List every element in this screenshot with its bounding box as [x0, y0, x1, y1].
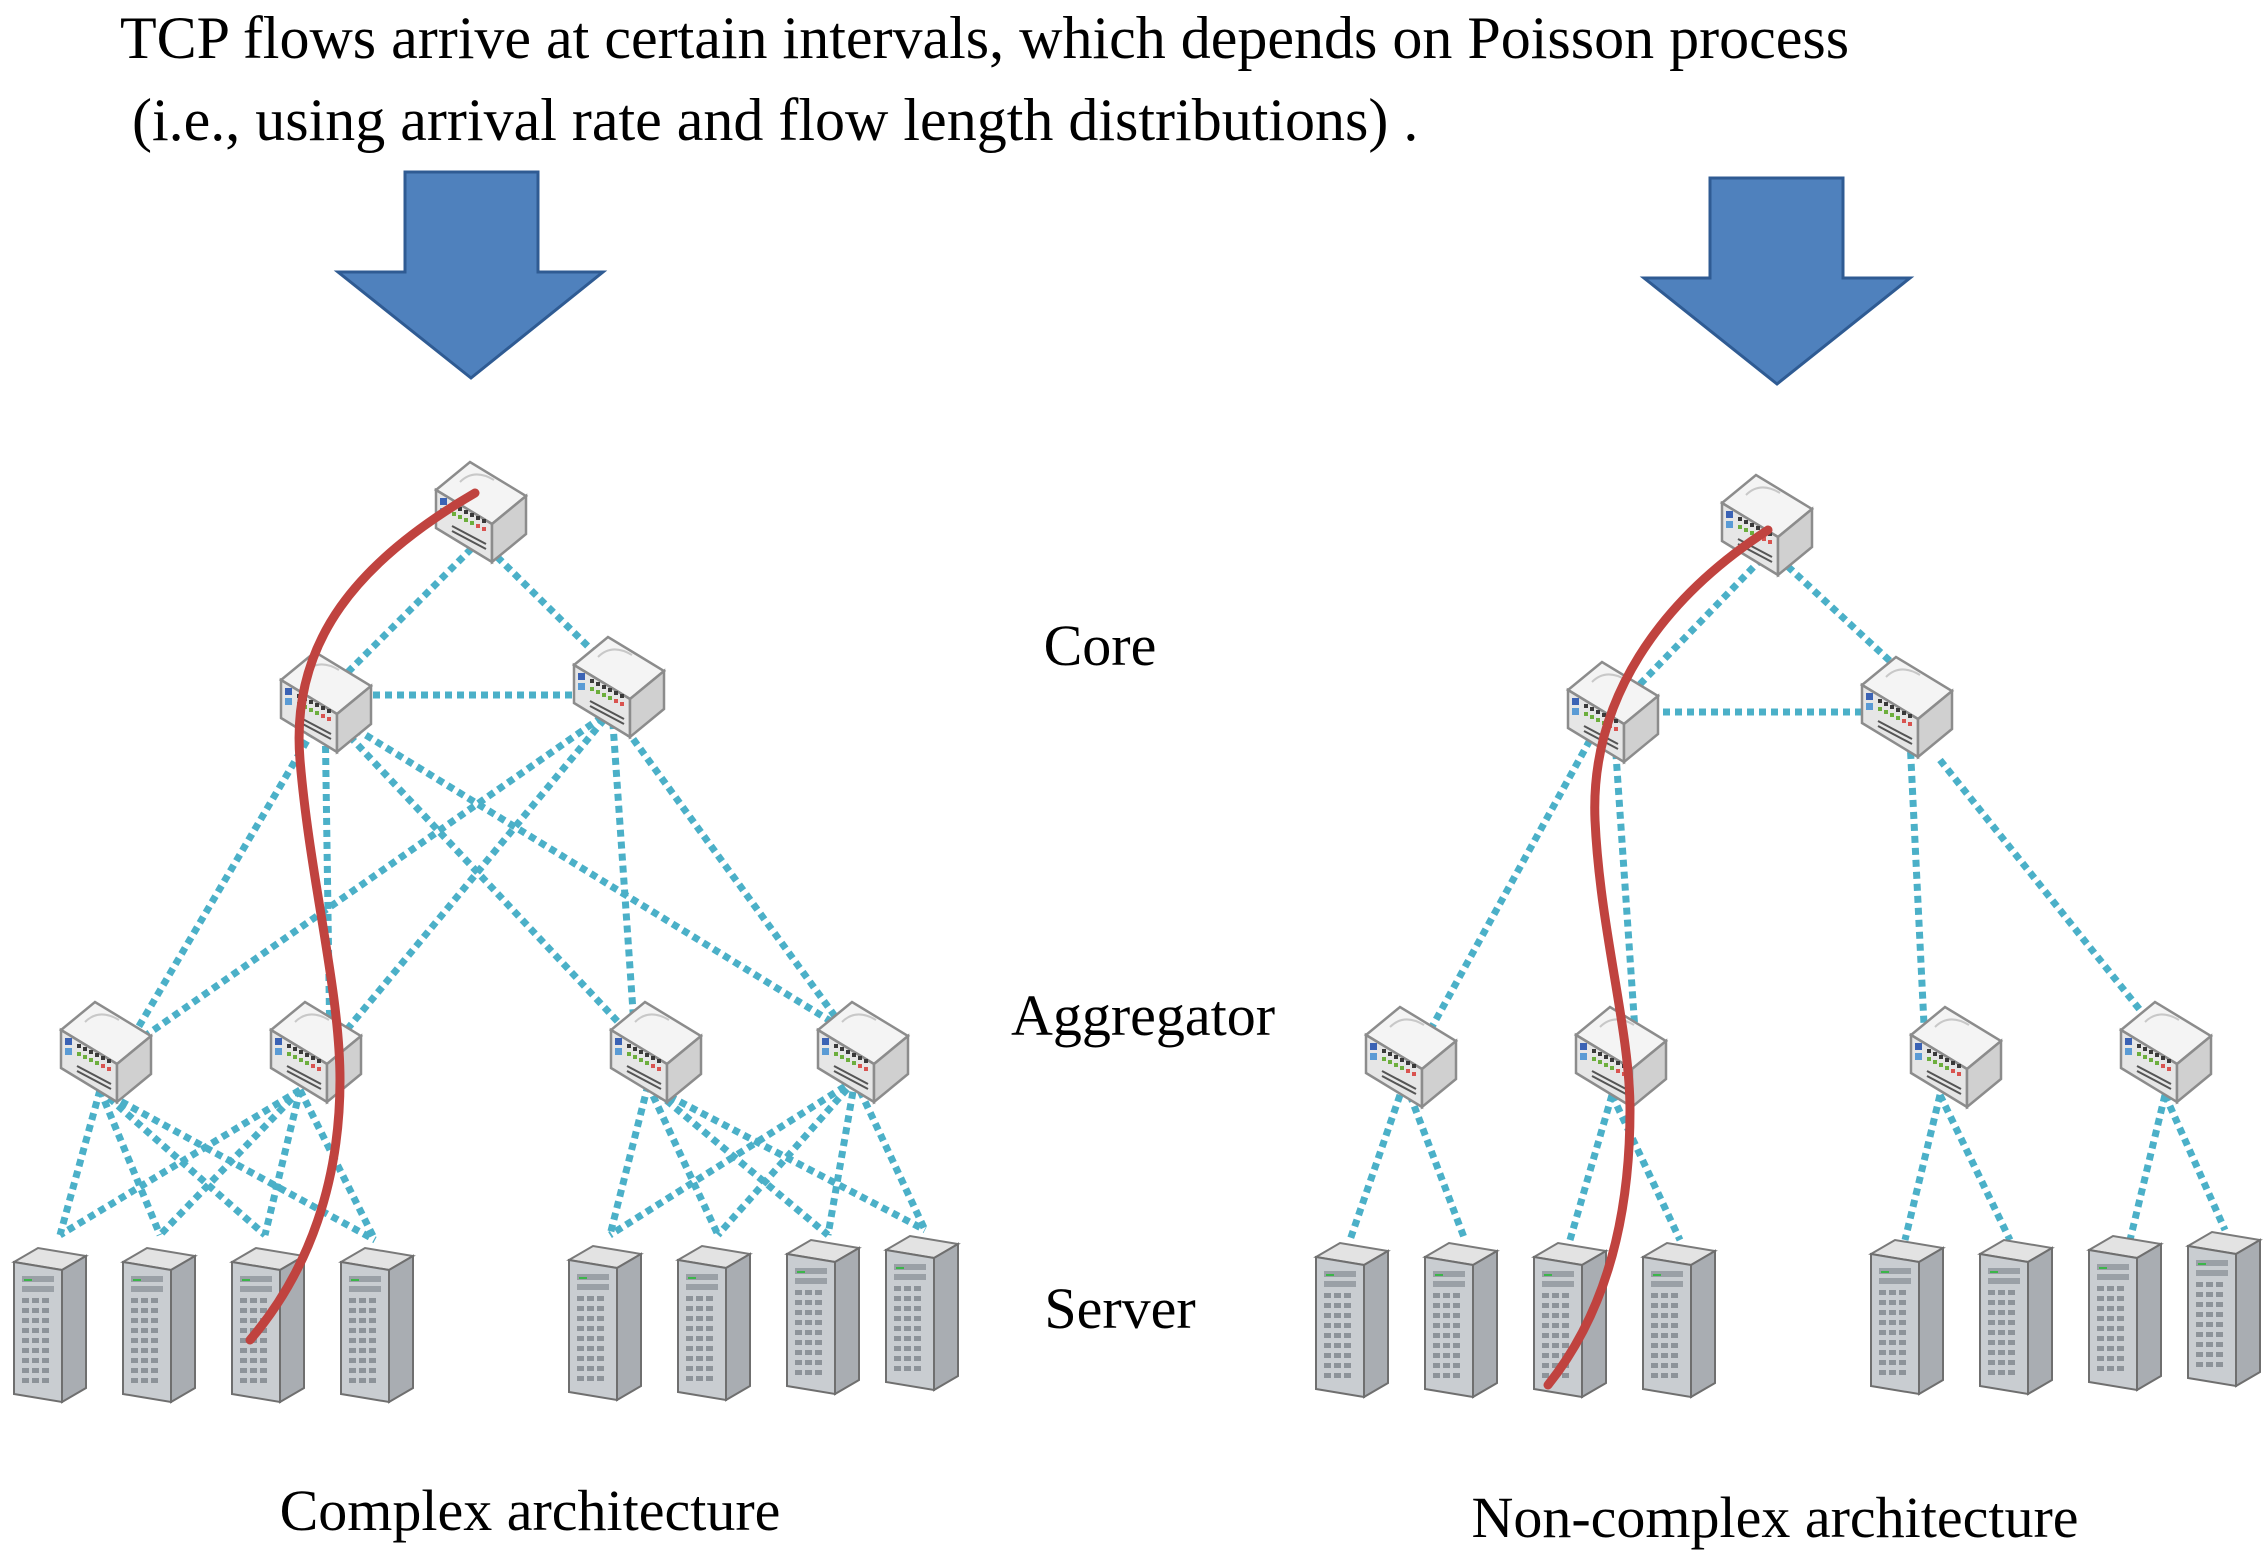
- core-switch-icon: [279, 650, 373, 754]
- aggregator-switch-icon: [59, 1000, 153, 1104]
- aggregator-switch-icon: [1364, 1005, 1458, 1109]
- server-icon: [2187, 1231, 2261, 1387]
- aggregator-switch-icon: [2119, 1000, 2213, 1104]
- server-icon: [1424, 1242, 1498, 1398]
- core-label: Core: [1044, 613, 1157, 678]
- server-icon: [1533, 1242, 1607, 1398]
- core-switch-icon: [572, 635, 666, 739]
- server-icon: [786, 1239, 860, 1395]
- core-switch-icon: [1860, 655, 1954, 759]
- header-line-1: TCP flows arrive at certain intervals, w…: [120, 5, 1849, 71]
- aggregator-switch-icon: [609, 1000, 703, 1104]
- server-icon: [1870, 1239, 1944, 1395]
- down-arrow-icon: [1639, 176, 1915, 386]
- server-icon: [1315, 1242, 1389, 1398]
- aggregator-label: Aggregator: [1011, 983, 1275, 1048]
- non-complex-flow-path: [1543, 525, 1773, 1390]
- complex-architecture-nodes: [13, 460, 959, 1403]
- header-line-2: (i.e., using arrival rate and flow lengt…: [132, 87, 1418, 153]
- complex-caption: Complex architecture: [280, 1478, 781, 1543]
- core-switch-icon: [1720, 473, 1814, 577]
- aggregator-switch-icon: [269, 1000, 363, 1104]
- server-icon: [340, 1247, 414, 1403]
- server-icon: [13, 1247, 87, 1403]
- down-arrow-icon: [333, 170, 608, 380]
- non-complex-architecture-nodes: [1315, 473, 2261, 1398]
- server-icon: [2088, 1235, 2162, 1391]
- non-complex-architecture-links: [1346, 547, 2229, 1242]
- server-icon: [568, 1245, 642, 1401]
- server-icon: [885, 1235, 959, 1391]
- server-icon: [677, 1245, 751, 1401]
- complex-flow-path: [245, 488, 480, 1345]
- server-icon: [1642, 1242, 1716, 1398]
- complex-architecture-links: [56, 537, 929, 1244]
- server-icon: [122, 1247, 196, 1403]
- server-icon: [1979, 1239, 2053, 1395]
- non-complex-caption: Non-complex architecture: [1471, 1485, 2078, 1550]
- server-label: Server: [1044, 1276, 1195, 1341]
